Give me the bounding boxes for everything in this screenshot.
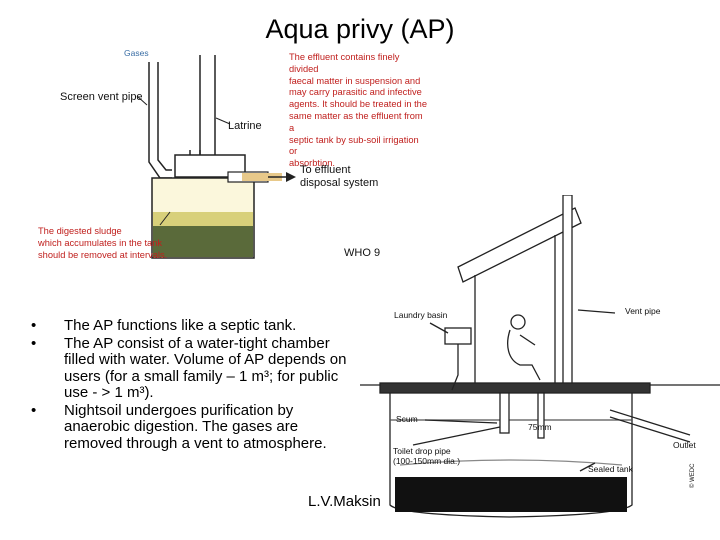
bullet-marker: •	[31, 401, 37, 419]
label-screen-vent-pipe: Screen vent pipe	[60, 91, 143, 103]
label-to-effluent: To effluent disposal system	[300, 164, 378, 190]
label-depth: 75mm	[528, 422, 552, 432]
effluent-note-line: may carry parasitic and infective	[289, 87, 422, 98]
effluent-note-line: The effluent contains finely divided	[289, 52, 400, 74]
effluent-note: The effluent contains finely divided fae…	[289, 52, 429, 170]
footer-author: L.V.Maksin	[308, 493, 381, 510]
label-drop-pipe: Toilet drop pipe (100-150mm dia.)	[393, 446, 460, 466]
tank-icon	[151, 154, 255, 259]
label-laundry-basin: Laundry basin	[394, 310, 448, 320]
effluent-note-line: septic tank by sub-soil irrigation or	[289, 134, 419, 157]
effluent-note-line: faecal matter in suspension and	[289, 75, 421, 86]
screen-vent-pipe-icon	[148, 62, 172, 179]
bullet-item: • The AP consist of a water-tight chamber…	[28, 334, 358, 402]
label-outlet: Outlet	[673, 440, 696, 450]
roof-icon	[457, 207, 582, 283]
label-gases: Gases	[124, 48, 149, 58]
bullet-list: • The AP functions like a septic tank. • T…	[28, 317, 358, 453]
sludge-note-line: The digested sludge	[38, 226, 122, 236]
effluent-note-line: same matter as the effluent from a	[289, 110, 423, 133]
bullet-item: • Nightsoil undergoes purification by ana…	[28, 401, 358, 453]
bullet-text: Nightsoil undergoes purification by anae…	[64, 401, 327, 452]
label-line: To effluent	[300, 164, 351, 176]
sealed-tank-diagram	[360, 195, 720, 518]
source-who: WHO 9	[344, 247, 381, 259]
label-line: (100-150mm dia.)	[393, 456, 461, 466]
label-latrine: Latrine	[228, 120, 262, 132]
sludge-note-line: should be removed at intervals.	[38, 249, 168, 260]
label-line: Toilet drop pipe	[393, 446, 451, 456]
bullet-marker: •	[31, 317, 37, 334]
bullet-text: The AP consist of a water-tight chamber …	[64, 334, 347, 401]
effluent-arrow-icon	[227, 171, 296, 183]
label-vent-pipe: Vent pipe	[625, 306, 661, 316]
effluent-note-line: agents. It should be treated in the	[289, 99, 428, 110]
bullet-marker: •	[31, 334, 37, 352]
sludge-note: The digested sludge which accumulates in…	[38, 226, 178, 261]
vent-pipe-icon	[562, 195, 573, 386]
label-line: disposal system	[300, 177, 379, 189]
bullet-text: The AP functions like a septic tank.	[64, 317, 297, 334]
effluent-note-line: absorbtion.	[289, 158, 335, 169]
slide-title: Aqua privy (AP)	[265, 14, 455, 44]
sludge-note-line: which accumulates in the tank	[38, 237, 163, 248]
person-icon	[507, 314, 541, 381]
label-scum: Scum	[396, 414, 418, 424]
drop-pipe-icon	[499, 392, 510, 434]
bullet-item: • The AP functions like a septic tank.	[28, 317, 358, 335]
label-credit: © WEDC	[690, 463, 696, 488]
laundry-basin-icon	[444, 327, 472, 345]
label-sealed-tank: Sealed tank	[588, 464, 633, 474]
